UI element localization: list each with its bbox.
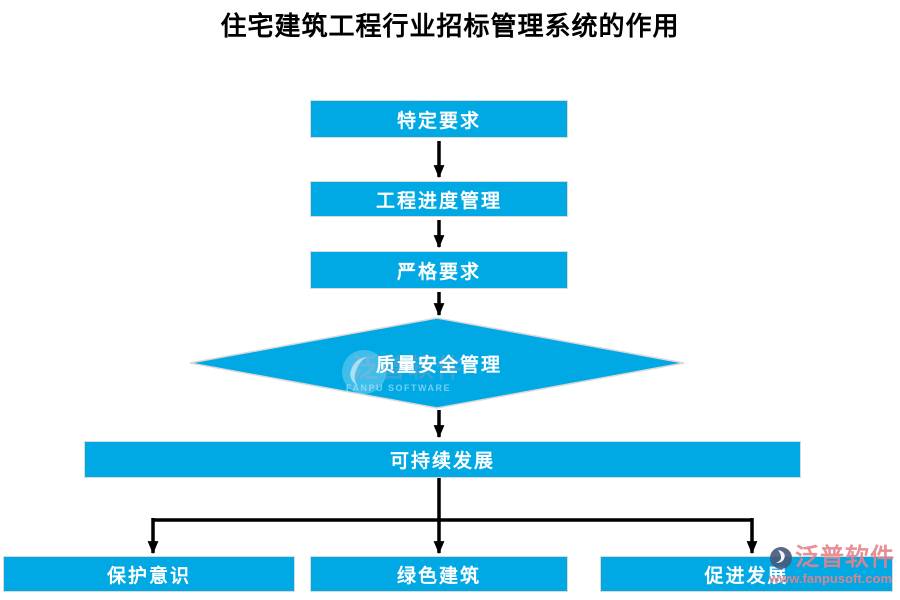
diamond-shape — [189, 317, 685, 409]
fanpu-ghost-logo-icon — [342, 350, 386, 394]
flow-node-strict-requirements: 严格要求 — [310, 251, 568, 289]
flow-node-label: 绿色建筑 — [396, 565, 481, 587]
page-title: 住宅建筑工程行业招标管理系统的作用 — [220, 12, 680, 41]
fanpu-logo-icon — [770, 547, 792, 569]
flow-node-quality-safety-label: 质量安全管理 — [375, 355, 502, 376]
flow-node-label: 工程进度管理 — [375, 190, 502, 212]
brand-watermark: 泛普软件 www.fanpusoft.com — [769, 546, 897, 585]
flow-node-protection-awareness: 保护意识 — [3, 556, 295, 592]
flow-node-label: 保护意识 — [106, 565, 191, 587]
flow-node-specific-requirements: 特定要求 — [310, 100, 568, 138]
flow-node-label: 可持续发展 — [389, 451, 495, 472]
flow-node-green-building: 绿色建筑 — [310, 556, 568, 592]
fanpu-ghost-brand-text: 泛普软件 — [352, 354, 465, 383]
flow-node-promote-development: 促进发展 — [600, 556, 893, 592]
flow-node-label: 特定要求 — [396, 110, 481, 132]
brand-name: 泛普软件 — [795, 545, 895, 571]
flow-node-label: 促进发展 — [704, 565, 789, 587]
flow-node-schedule-management: 工程进度管理 — [310, 181, 568, 217]
fanpu-ghost-subtext: FANPU SOFTWARE — [346, 383, 452, 393]
flow-node-label: 严格要求 — [396, 261, 481, 283]
brand-url: www.fanpusoft.com — [769, 571, 893, 586]
flow-node-sustainable-development: 可持续发展 — [84, 441, 801, 478]
